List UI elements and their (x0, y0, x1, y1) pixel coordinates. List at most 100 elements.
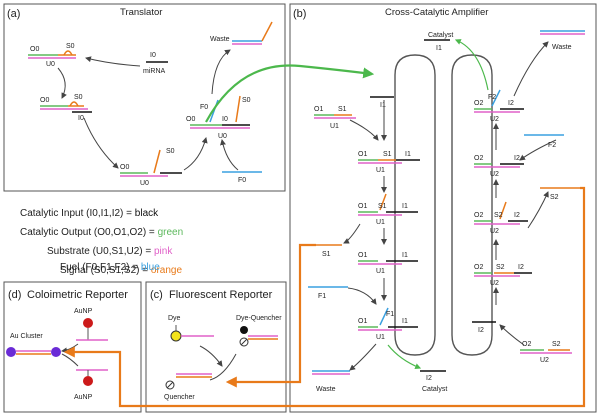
svg-text:I0: I0 (78, 115, 84, 122)
svg-text:O0: O0 (120, 164, 129, 171)
svg-text:O1: O1 (314, 106, 323, 113)
aunp-bottom-icon (83, 376, 93, 386)
legend-line-1: Catalytic Input (I0,I1,I2) = black (20, 208, 159, 219)
svg-text:O1: O1 (358, 318, 367, 325)
panel-b-complexes: Catalyst I1 Waste I1 O1 S1 U1 O1 S1 I1 U… (308, 30, 585, 393)
panel-d-title: Coloimetric Reporter (27, 289, 128, 301)
svg-text:S2: S2 (552, 341, 561, 348)
panel-b-tag: (b) (293, 8, 306, 20)
svg-text:I1: I1 (402, 203, 408, 210)
svg-text:I0: I0 (222, 116, 228, 123)
svg-text:S2: S2 (494, 212, 503, 219)
svg-text:AuNP: AuNP (74, 394, 93, 401)
legend-fuel-line: Fuel (F0,F1,F2) = blue (60, 262, 160, 273)
svg-text:O2: O2 (474, 155, 483, 162)
svg-text:U1: U1 (376, 167, 385, 174)
panel-a-arrows (57, 49, 239, 171)
svg-text:S1: S1 (383, 151, 392, 158)
svg-text:I1: I1 (380, 102, 386, 109)
panel-c-box (145, 281, 287, 413)
panel-b-box (289, 3, 597, 413)
svg-text:I2: I2 (478, 327, 484, 334)
panel-d-box (3, 281, 142, 413)
svg-text:O2: O2 (522, 341, 531, 348)
svg-text:I1: I1 (405, 151, 411, 158)
legend-line-4: Signal (S0,S1,S2) = orange (60, 265, 182, 276)
svg-text:Quencher: Quencher (164, 394, 195, 401)
svg-text:U2: U2 (540, 357, 549, 364)
svg-text:F0: F0 (200, 104, 208, 111)
svg-text:O2: O2 (474, 100, 483, 107)
panel-b-arrows (343, 41, 557, 371)
orange-connectors (63, 186, 586, 408)
svg-text:F0: F0 (238, 177, 246, 184)
svg-text:S0: S0 (242, 97, 251, 104)
svg-text:F2: F2 (548, 142, 556, 149)
svg-text:O0: O0 (30, 46, 39, 53)
svg-text:I1: I1 (402, 252, 408, 259)
svg-text:I0: I0 (150, 52, 156, 59)
svg-text:O1: O1 (358, 252, 367, 259)
svg-text:U0: U0 (140, 180, 149, 187)
legend-line-3: Substrate (U0,S1,U2) = pink (47, 246, 173, 257)
panel-d-content: AuNP Au Cluster AuNP (6, 308, 108, 401)
svg-text:Au Cluster: Au Cluster (10, 333, 43, 340)
svg-text:S1: S1 (322, 251, 331, 258)
legend: Catalytic Input (I0,I1,I2) = black Catal… (20, 208, 183, 276)
panel-a-complexes: O0 S0 U0 O0 S0 I0 O0 S0 U0 F0 S0 O0 I0 U… (28, 21, 273, 187)
panel-c-content: Dye Dye-Quencher Quencher (164, 315, 282, 401)
panel-c-title: Fluorescent Reporter (169, 289, 273, 301)
svg-text:I2: I2 (514, 212, 520, 219)
svg-text:U1: U1 (376, 334, 385, 341)
svg-text:Waste: Waste (210, 36, 230, 43)
svg-text:O1: O1 (358, 151, 367, 158)
au-cluster-left-icon (6, 347, 16, 357)
svg-text:U0: U0 (218, 133, 227, 140)
svg-text:U1: U1 (376, 219, 385, 226)
panel-a-tag: (a) (7, 8, 20, 20)
svg-text:Catalyst: Catalyst (428, 32, 453, 39)
svg-text:S0: S0 (166, 148, 175, 155)
svg-text:U1: U1 (376, 268, 385, 275)
green-connector (205, 64, 375, 123)
svg-text:F1: F1 (386, 311, 394, 318)
svg-text:U2: U2 (490, 228, 499, 235)
panel-d-tag: (d) (8, 289, 21, 301)
svg-text:U1: U1 (330, 123, 339, 130)
panel-a-box (3, 3, 286, 192)
quencher-dot-icon (240, 326, 248, 334)
svg-text:U2: U2 (490, 116, 499, 123)
svg-text:Waste: Waste (552, 44, 572, 51)
panel-b-loops (394, 54, 493, 356)
svg-text:F2: F2 (488, 94, 496, 101)
svg-text:O0: O0 (40, 97, 49, 104)
svg-text:AuNP: AuNP (74, 308, 93, 315)
dye-icon (170, 330, 182, 342)
au-cluster-right-icon (51, 347, 61, 357)
svg-text:S0: S0 (66, 43, 75, 50)
panel-b-green-arrows (387, 39, 489, 370)
svg-text:O2: O2 (474, 264, 483, 271)
svg-text:O1: O1 (358, 203, 367, 210)
panel-b-title: Cross-Catalytic Amplifier (385, 7, 488, 18)
aunp-top-icon (83, 318, 93, 328)
svg-text:Waste: Waste (316, 386, 336, 393)
svg-text:I2: I2 (518, 264, 524, 271)
svg-text:I2: I2 (426, 375, 432, 382)
svg-text:U0: U0 (46, 61, 55, 68)
svg-text:S1: S1 (378, 203, 387, 210)
panel-a-title: Translator (120, 7, 162, 18)
svg-text:I2: I2 (508, 100, 514, 107)
svg-text:O0: O0 (186, 116, 195, 123)
svg-text:Dye-Quencher: Dye-Quencher (236, 315, 282, 322)
svg-text:I1: I1 (402, 318, 408, 325)
svg-text:U2: U2 (490, 171, 499, 178)
svg-text:Dye: Dye (168, 315, 181, 322)
panel-c-tag: (c) (150, 289, 163, 301)
legend-line-2: Catalytic Output (O0,O1,O2) = green (20, 227, 183, 238)
svg-text:O2: O2 (474, 212, 483, 219)
svg-text:F1: F1 (318, 293, 326, 300)
svg-text:I2: I2 (514, 155, 520, 162)
